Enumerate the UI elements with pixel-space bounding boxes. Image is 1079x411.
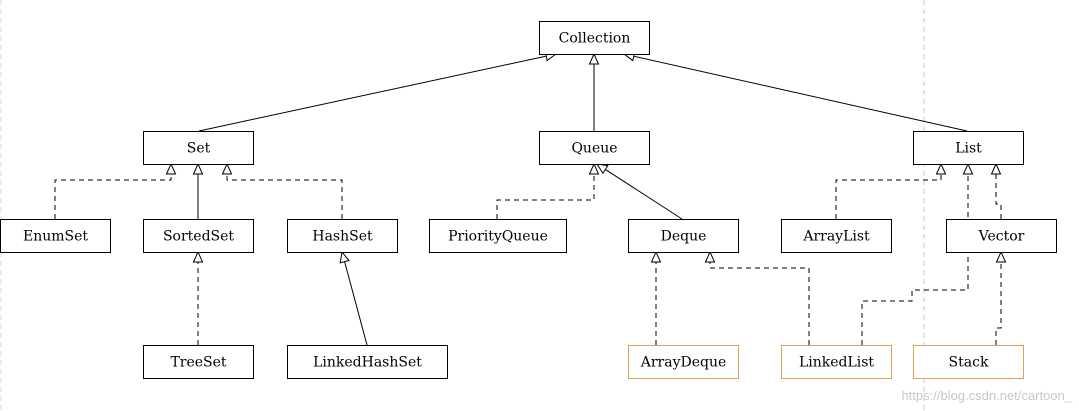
sortedset-box: [143, 219, 254, 253]
node-queue: Queue: [539, 131, 650, 165]
linkedlist-label: LinkedList: [799, 355, 874, 371]
edge-linkedhashset-to-hashset: [339, 250, 368, 346]
node-arraylist: ArrayList: [781, 219, 892, 253]
vector-label: Vector: [978, 229, 1025, 245]
linkedlist-box: [781, 345, 892, 379]
linkedhashset-label: LinkedHashSet: [313, 355, 422, 371]
list-box: [913, 131, 1024, 165]
node-collection: Collection: [539, 21, 650, 55]
edge-priorityqueue-to-queue: [496, 162, 600, 219]
edge-line: [226, 174, 343, 219]
edge-deque-to-queue: [595, 163, 683, 220]
arraydeque-label: ArrayDeque: [640, 355, 727, 371]
edge-linkedlist-to-list: [861, 162, 974, 345]
edge-line: [605, 169, 683, 220]
arraylist-label: ArrayList: [802, 229, 870, 245]
node-enumset: EnumSet: [0, 219, 111, 253]
edge-queue-to-collection: [588, 52, 600, 131]
deque-label: Deque: [661, 229, 707, 245]
node-set: Set: [143, 131, 254, 165]
hollow-arrow-icon: [192, 162, 204, 175]
hollow-arrow-icon: [995, 250, 1007, 263]
hollow-arrow-icon: [990, 162, 1002, 175]
hollow-arrow-icon: [595, 163, 609, 175]
edge-linkedlist-to-deque: [704, 250, 810, 345]
edge-arraylist-to-list: [835, 162, 947, 219]
linkedhashset-box: [287, 345, 448, 379]
set-label: Set: [187, 141, 211, 157]
priorityqueue-box: [429, 219, 567, 253]
sortedset-label: SortedSet: [163, 229, 234, 245]
edge-line: [198, 55, 547, 132]
collection-box: [539, 21, 650, 55]
edge-list-to-collection: [622, 51, 968, 132]
edge-line: [861, 174, 969, 345]
hollow-arrow-icon: [221, 162, 233, 175]
edge-stack-to-vector: [995, 250, 1007, 345]
edge-line: [496, 174, 595, 219]
node-list: List: [913, 131, 1024, 165]
node-arraydeque: ArrayDeque: [628, 345, 739, 379]
arraydeque-box: [628, 345, 739, 379]
collection-label: Collection: [559, 31, 631, 47]
watermark-text: https://blog.csdn.net/cartoon_: [901, 388, 1072, 403]
hollow-arrow-icon: [935, 162, 947, 175]
edge-sortedset-to-set: [192, 162, 204, 219]
hollow-arrow-icon: [704, 250, 716, 263]
edge-line: [995, 262, 1002, 345]
edge-line: [835, 174, 942, 219]
node-priorityqueue: PriorityQueue: [429, 219, 567, 253]
hollow-arrow-icon: [165, 162, 177, 175]
node-deque: Deque: [628, 219, 739, 253]
deque-box: [628, 219, 739, 253]
set-box: [143, 131, 254, 165]
priorityqueue-label: PriorityQueue: [448, 229, 548, 245]
list-label: List: [955, 141, 982, 157]
node-treeset: TreeSet: [143, 345, 254, 379]
queue-label: Queue: [571, 141, 617, 157]
edge-line: [54, 174, 172, 219]
hollow-arrow-icon: [588, 162, 600, 175]
node-stack: Stack: [913, 345, 1024, 379]
stack-label: Stack: [949, 355, 989, 371]
hashset-label: HashSet: [312, 229, 373, 245]
edge-arraydeque-to-deque: [650, 250, 662, 345]
hollow-arrow-icon: [650, 250, 662, 263]
arraylist-box: [781, 219, 892, 253]
hollow-arrow-icon: [588, 52, 600, 65]
node-linkedlist: LinkedList: [781, 345, 892, 379]
edge-hashset-to-set: [221, 162, 343, 219]
treeset-box: [143, 345, 254, 379]
node-linkedhashset: LinkedHashSet: [287, 345, 448, 379]
edge-line: [995, 174, 1002, 219]
stack-box: [913, 345, 1024, 379]
node-hashset: HashSet: [287, 219, 398, 253]
hollow-arrow-icon: [192, 250, 204, 263]
node-sortedset: SortedSet: [143, 219, 254, 253]
edge-enumset-to-set: [54, 162, 177, 219]
hashset-box: [287, 219, 398, 253]
edge-line: [344, 261, 368, 346]
hollow-arrow-icon: [339, 250, 350, 264]
queue-box: [539, 131, 650, 165]
node-vector: Vector: [946, 219, 1057, 253]
edge-line: [633, 55, 968, 132]
edge-line: [709, 262, 810, 345]
vector-box: [946, 219, 1057, 253]
edge-treeset-to-sortedset: [192, 250, 204, 345]
enumset-label: EnumSet: [23, 229, 88, 245]
enumset-box: [0, 219, 111, 253]
edges-layer: [54, 51, 1007, 346]
treeset-label: TreeSet: [170, 355, 226, 371]
hollow-arrow-icon: [962, 162, 974, 175]
edge-set-to-collection: [198, 51, 558, 132]
edge-vector-to-list: [990, 162, 1002, 219]
